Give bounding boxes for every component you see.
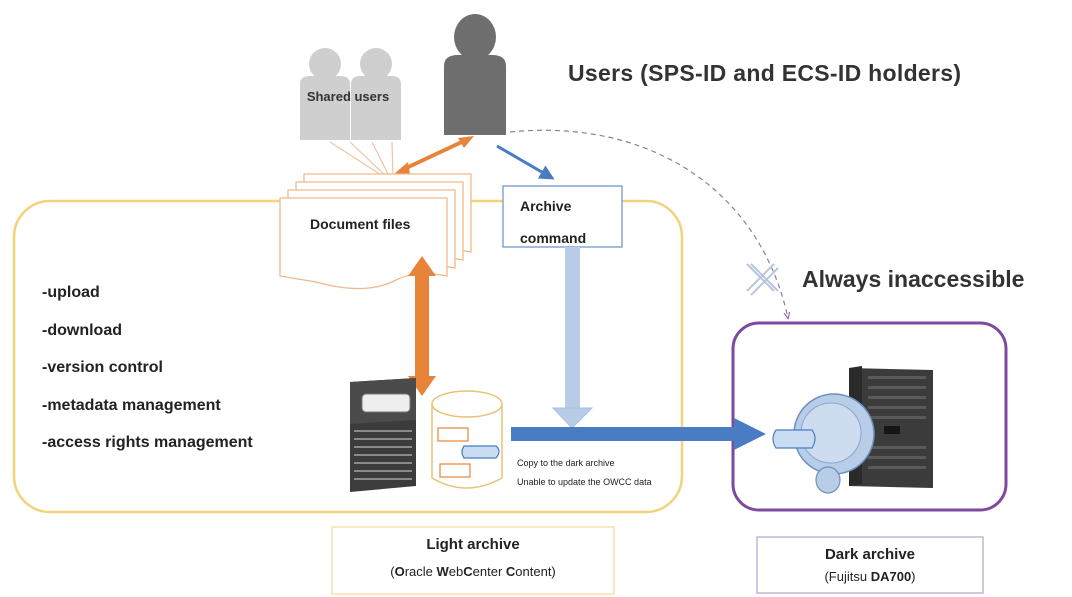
database-icon [431, 390, 503, 489]
subtitle-part: DA700 [870, 569, 912, 584]
subtitle-part: (Fujitsu [824, 569, 871, 584]
copy-note-line1: Copy to the dark archive [517, 458, 615, 468]
archive-command-label: Archive command [520, 198, 587, 246]
operation-item: -download [42, 321, 122, 339]
subtitle-part: C [463, 564, 473, 579]
subtitle-part: eb [448, 564, 464, 579]
light-archive-subtitle: (Oracle WebCenter Content) [332, 564, 614, 579]
archive-command-box [502, 185, 623, 248]
subtitle-part: O [394, 564, 405, 579]
copy-note: Copy to the dark archive Unable to updat… [517, 454, 652, 492]
copy-note-line2: Unable to update the OWCC data [517, 477, 652, 487]
inaccessible-path [509, 129, 788, 318]
subtitle-part: ) [911, 569, 916, 584]
subtitle-part: ( [390, 564, 395, 579]
light-archive-title: Light archive [426, 536, 520, 553]
subtitle-part: ontent) [515, 564, 556, 579]
light-archive-label-box [331, 526, 615, 595]
dark-archive-frame [731, 321, 1008, 512]
operation-item: -upload [42, 284, 100, 301]
operation-item: -version control [42, 359, 163, 376]
subtitle-part: racle [404, 564, 437, 579]
always-inaccessible-label: Always inaccessible [802, 266, 1025, 292]
shared-users-label: Shared users [306, 89, 390, 104]
operations-list: -upload -download -version control -meta… [42, 274, 253, 462]
operation-item: -access rights management [42, 434, 253, 451]
command-arrow [551, 247, 594, 429]
dark-archive-label-box [756, 536, 984, 594]
share-lines [329, 141, 394, 179]
dark-archive-server-icon [772, 366, 933, 494]
document-files-label: Document files [310, 216, 411, 232]
cross-icon [746, 263, 779, 296]
users-title: Users (SPS-ID and ECS-ID holders) [568, 60, 962, 86]
document-stack-icon [279, 173, 472, 290]
user-command-arrow [496, 144, 555, 180]
user-document-arrow [394, 136, 474, 174]
document-server-arrow [408, 256, 436, 396]
subtitle-part: enter [472, 564, 506, 579]
subtitle-part: C [505, 564, 516, 579]
shared-users-icon [300, 48, 401, 140]
dark-archive-title: Dark archive [824, 546, 916, 563]
user-icon [444, 14, 506, 135]
copy-arrow [511, 418, 766, 450]
operation-item: -metadata management [42, 396, 221, 414]
server-rack-icon [350, 378, 416, 492]
subtitle-part: W [436, 564, 449, 579]
dark-archive-subtitle: (Fujitsu DA700) [757, 569, 983, 584]
